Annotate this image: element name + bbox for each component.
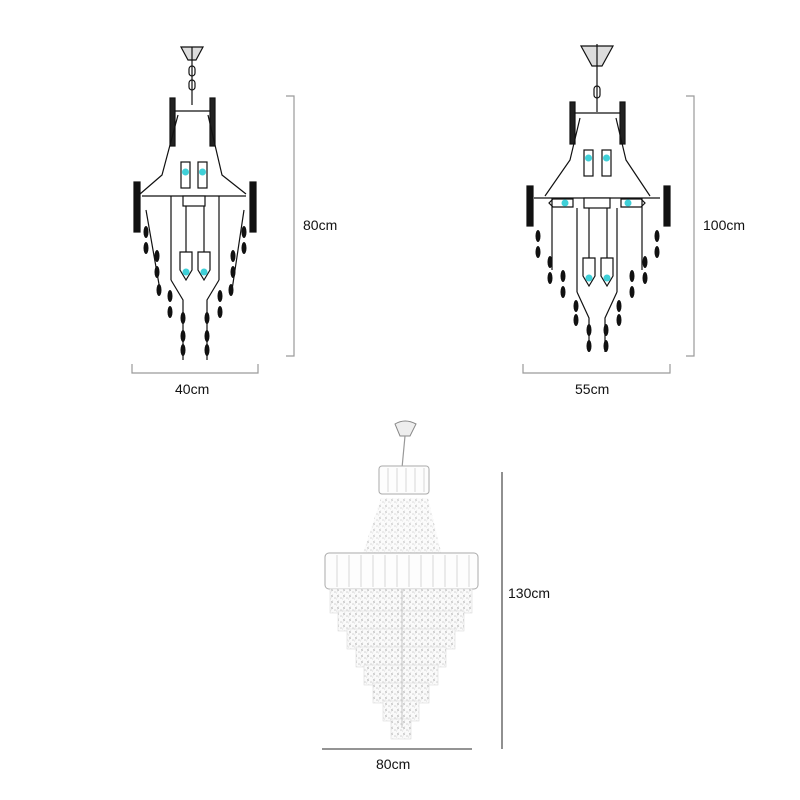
height-label: 130cm: [508, 585, 551, 601]
width-label: 80cm: [376, 756, 411, 772]
width-label: 55cm: [575, 381, 610, 397]
width-label: 40cm: [175, 381, 210, 397]
height-label: 80cm: [303, 217, 338, 233]
height-dimension-line: [286, 95, 295, 357]
width-dimension-line: [131, 364, 259, 374]
height-label: 100cm: [703, 217, 746, 233]
